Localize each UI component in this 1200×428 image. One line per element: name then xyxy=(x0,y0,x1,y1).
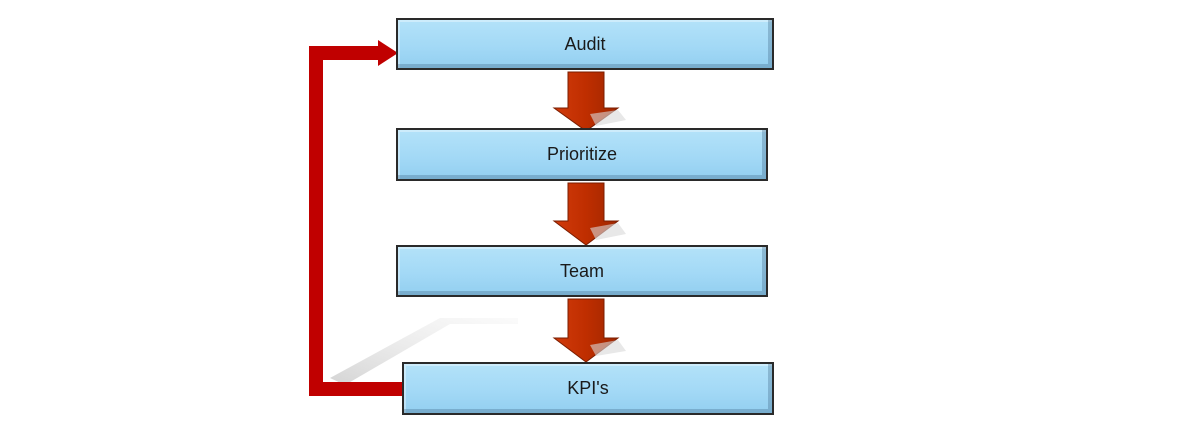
step-prioritize-label: Prioritize xyxy=(546,144,617,164)
step-audit-box: Audit xyxy=(396,18,774,70)
step-kpis-box: KPI's xyxy=(402,362,774,415)
down-arrow-3 xyxy=(552,298,626,363)
down-arrow-1 xyxy=(552,71,626,132)
loop-arrow-shadow xyxy=(330,318,518,385)
down-arrow-2 xyxy=(552,182,626,246)
step-prioritize-box: Prioritize xyxy=(396,128,768,181)
step-team-box: Team xyxy=(396,245,768,297)
step-team-label: Team xyxy=(559,260,604,281)
loop-arrow-head xyxy=(378,40,398,66)
step-audit-label: Audit xyxy=(564,33,606,54)
loop-arrow xyxy=(309,46,402,396)
step-kpis-label: KPI's xyxy=(567,378,609,398)
